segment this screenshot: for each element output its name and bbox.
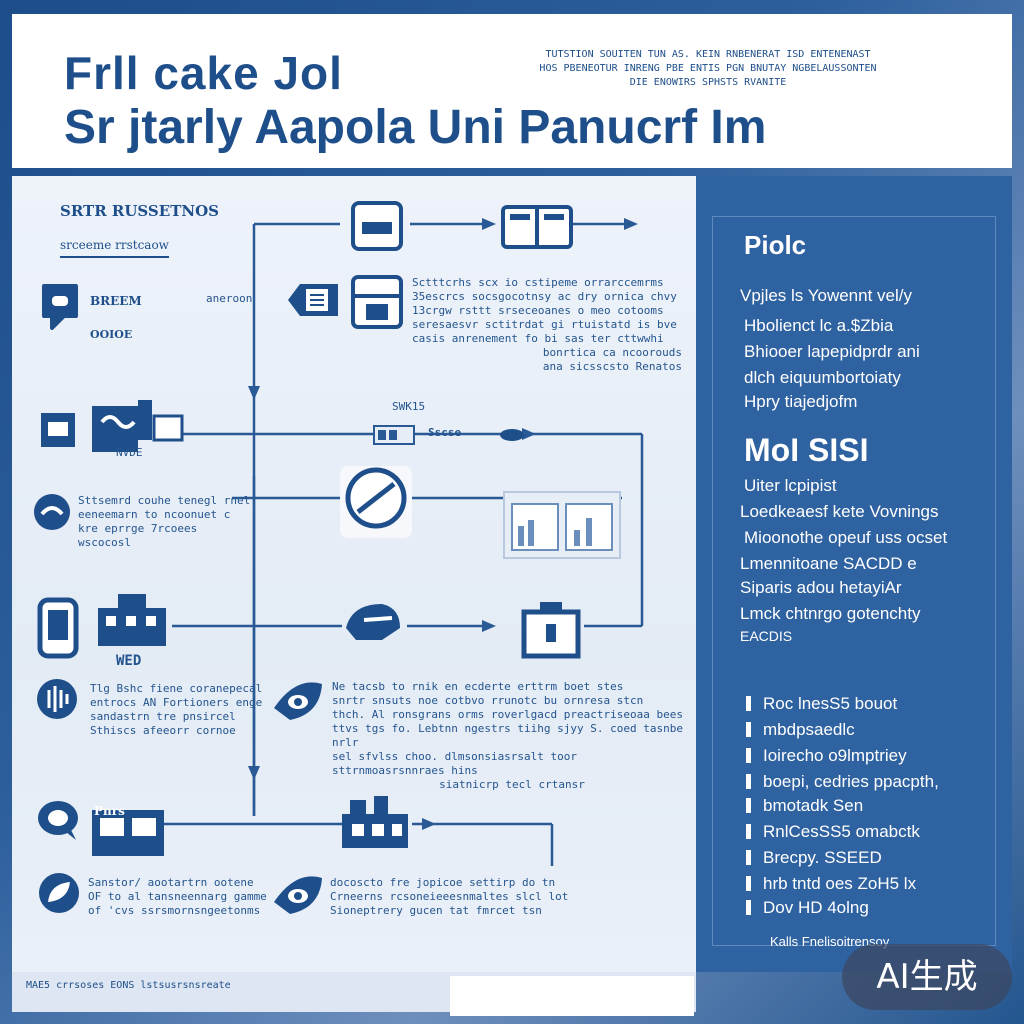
flow-diagram-panel: SRTR RUSSETNOS srceeme rrstcaow BREEM OO… (12, 176, 696, 972)
section-sublabel: srceeme rrstcaow (60, 238, 169, 258)
no-entry-icon (336, 462, 416, 547)
header-note: TUTSTION SOUITEN TUN AS. KEIN RNBENERAT … (478, 48, 938, 90)
header-banner: Frll cake Jol Sr jtarly Aapola Uni Panuc… (12, 14, 1012, 168)
briefcase-icon (520, 598, 582, 665)
file-cabinet-icon (350, 274, 404, 335)
side-heading: MoI SISI (744, 432, 869, 468)
flow-connectors (162, 218, 644, 866)
envelope-icon (38, 410, 78, 455)
dashboard-icon (502, 490, 622, 565)
side-footer: Kalls Fnelisoitrensoy (770, 934, 890, 949)
header-note-line: TUTSTION SOUITEN TUN AS. KEIN RNBENERAT … (545, 49, 871, 60)
row5-mid-description: Ne tacsb to rnik en ecderte erttrm boet … (332, 680, 683, 791)
arrow-head-icon (498, 428, 528, 447)
row1-label-b: OOIOE (90, 328, 133, 341)
bullet-item: hrb tntd oes ZoH5 lx (746, 874, 916, 894)
row7-mid-description: docoscto fre jopicoe settirp do tn Crnee… (330, 876, 569, 917)
row1-caption: aneroon (206, 292, 253, 305)
bullet-item: bmotadk Sen (746, 796, 863, 816)
row7-description: Sanstor/ aootartrn ootene OF to al tansn… (88, 876, 267, 917)
round-chat-icon (30, 490, 74, 541)
folder-icon (350, 200, 404, 257)
bullet-item: Roc lnesS5 bouot (746, 694, 897, 714)
leaf-icon (36, 870, 82, 921)
row2-mid-label: SWK15 (392, 400, 426, 413)
row5-description: Tlg Bshc fiene coranepecal entrocs AN Fo… (90, 682, 263, 737)
header-note-line: DIE ENOWIRS SPHSTS RVANITE (629, 77, 787, 88)
hand-chart-icon (82, 386, 192, 471)
row2-mid-label-b: Sscse (428, 426, 462, 439)
row1-description: Sctttcrhs scx io cstipeme orrarccemrms 3… (412, 276, 682, 373)
header-note-line: HOS PBENEOTUR INRENG PBE ENTIS PGN BNUTA… (539, 63, 877, 74)
phone-icon (36, 596, 80, 667)
ai-generated-badge: AI生成 (842, 944, 1012, 1010)
row4-label: WED (116, 653, 142, 669)
footer-text: MAE5 crrsoses EONS lstsusrsnsreate (26, 980, 231, 991)
row6-label: Pnrs (94, 804, 125, 818)
bullet-item: Dov HD 4olng (746, 898, 869, 918)
side-panel-frame (712, 216, 996, 946)
row2-label: NVDE (116, 446, 143, 459)
row3-description: Sttsemrd couhe tenegl rnel eeneemarn to … (78, 494, 251, 549)
side-title: Piolc (744, 230, 807, 260)
shop-icon (88, 800, 168, 865)
speech-icon (36, 798, 84, 847)
bullet-item: boepi, cedries ppacpth, (746, 772, 939, 792)
building-icon (92, 588, 172, 655)
page-title-line2: Sr jtarly Aapola Uni Panucrf Im (64, 101, 767, 154)
row1-label: BREEM (90, 294, 142, 308)
audio-icon (34, 676, 80, 727)
book-icon (500, 204, 574, 255)
bullet-item: RnlCesSS5 omabctk (746, 822, 920, 842)
info-side-panel: Piolc Vpjles ls Yowennt vel/y Hbolienct … (696, 176, 1012, 972)
page-title-line1: Frll cake Jol (64, 47, 343, 99)
helmet-icon (342, 598, 404, 651)
bullet-item: Brecpy. SSEED (746, 848, 882, 868)
section-label: SRTR RUSSETNOS (60, 202, 219, 220)
factory-icon (338, 792, 412, 857)
chat-bubble-icon (38, 280, 82, 337)
battery-icon (372, 420, 422, 453)
eye-icon-2 (270, 872, 326, 923)
bullet-item: Ioirecho o9lmptriey (746, 746, 907, 766)
footer-blank (450, 976, 694, 1016)
bullet-item: mbdpsaedlc (746, 720, 855, 740)
document-icon (282, 278, 344, 327)
eye-icon (270, 678, 326, 729)
